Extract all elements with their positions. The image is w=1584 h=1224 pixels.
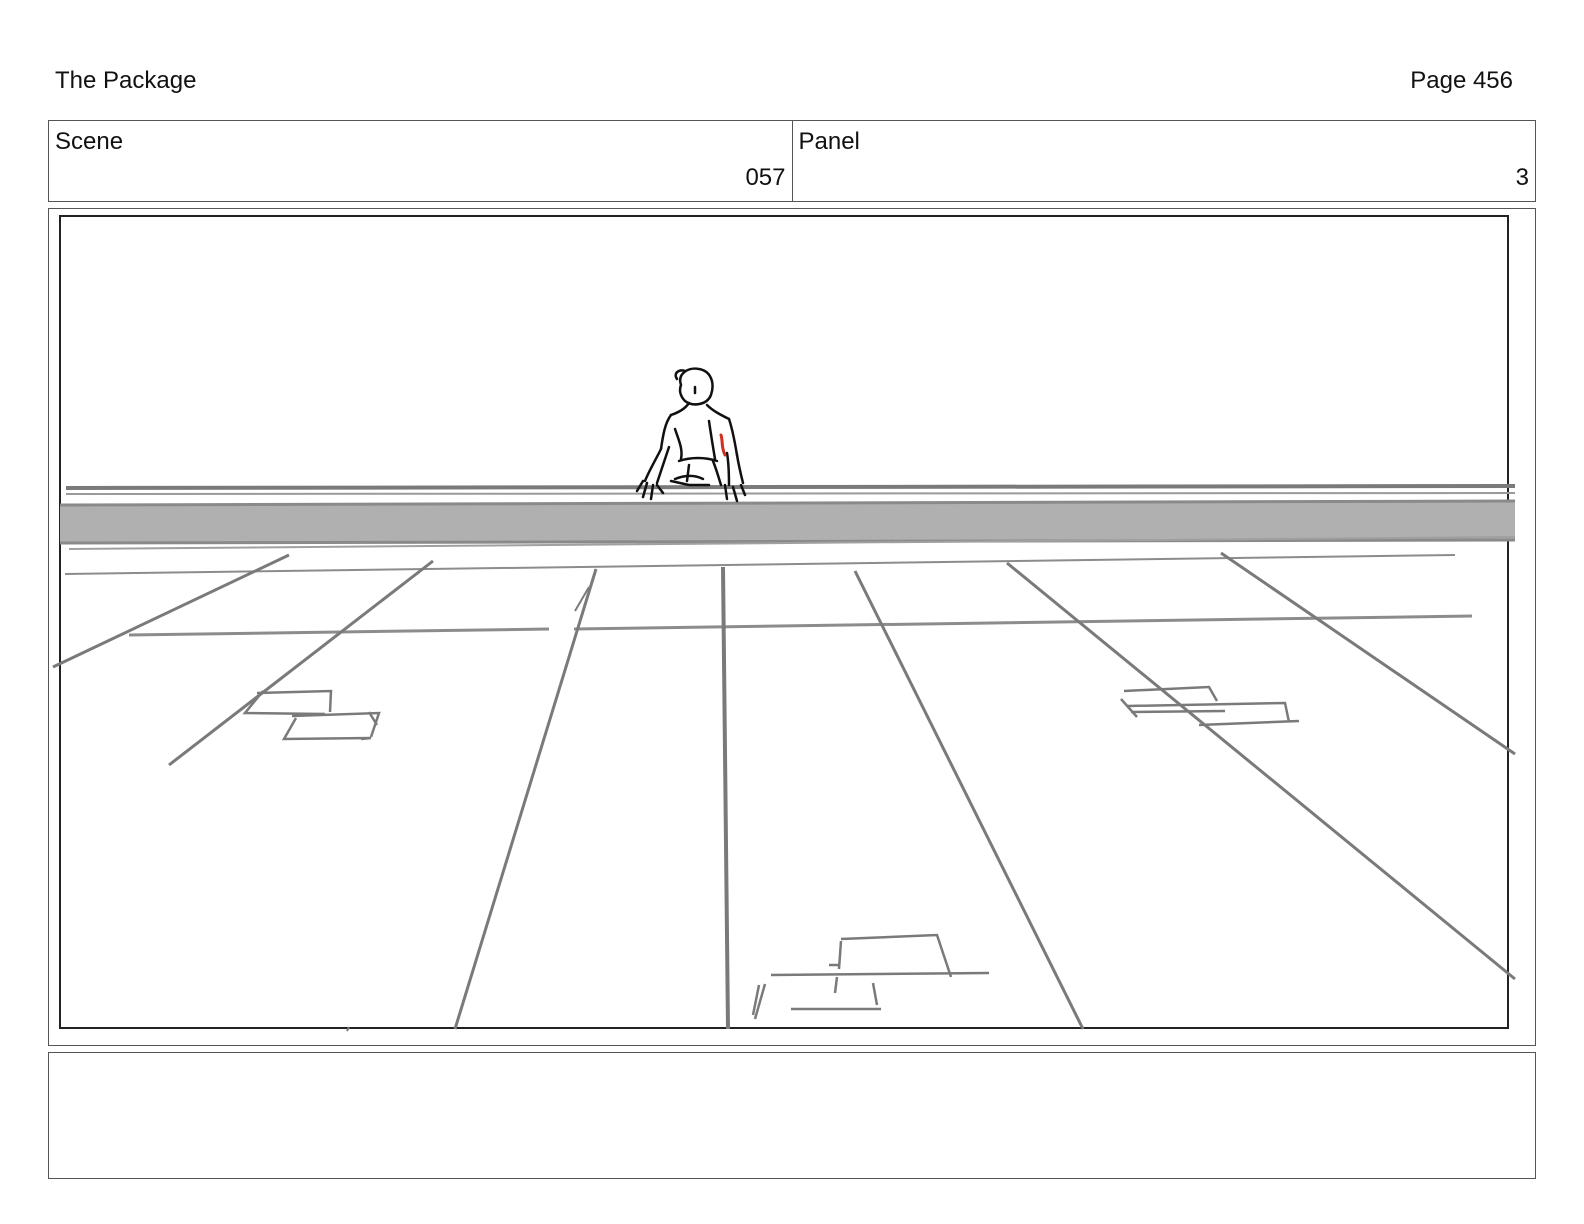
wall-band xyxy=(60,501,1515,543)
wall-top-line xyxy=(65,484,1516,490)
floor-line-mid-right xyxy=(573,614,1473,631)
floor-tile-sketch-left xyxy=(242,689,381,741)
perspective-line-3-stroke xyxy=(574,586,590,612)
scene-label: Scene xyxy=(55,128,124,155)
panel-label: Panel xyxy=(798,128,860,155)
scene-number: 057 xyxy=(745,164,786,191)
kneeling-figure xyxy=(635,367,747,503)
floor-tile-sketch-right xyxy=(1120,685,1300,727)
red-accent-mark xyxy=(719,433,727,457)
perspective-line-2 xyxy=(168,559,434,767)
perspective-line-1 xyxy=(52,553,290,669)
storyboard-sketch xyxy=(52,215,1516,1032)
wall-top-line-2 xyxy=(65,492,1516,495)
storyboard-panel-frame xyxy=(48,208,1536,1046)
panel-cell: Panel 3 xyxy=(791,121,1536,201)
stray-mark xyxy=(346,1026,350,1032)
wall-band-bottom-edge xyxy=(59,538,1516,545)
floor-tile-sketch-bottom xyxy=(751,933,990,1020)
perspective-line-5 xyxy=(1006,561,1516,981)
floor-line-far xyxy=(64,554,1456,575)
scene-panel-info-row: Scene 057 Panel 3 xyxy=(48,120,1536,202)
perspective-line-6 xyxy=(1220,551,1516,756)
drawing-frame xyxy=(59,215,1509,1029)
panel-notes-box xyxy=(48,1052,1536,1179)
perspective-line-center xyxy=(721,566,730,1030)
perspective-line-3 xyxy=(453,568,598,1030)
panel-number: 3 xyxy=(1515,164,1529,191)
wall-shadow-line xyxy=(68,536,1516,550)
page-number: Page 456 xyxy=(1410,67,1513,94)
document-title: The Package xyxy=(55,67,197,94)
scene-cell: Scene 057 xyxy=(49,121,792,201)
wall-band-top-edge xyxy=(59,499,1516,507)
perspective-line-4 xyxy=(853,570,1085,1030)
